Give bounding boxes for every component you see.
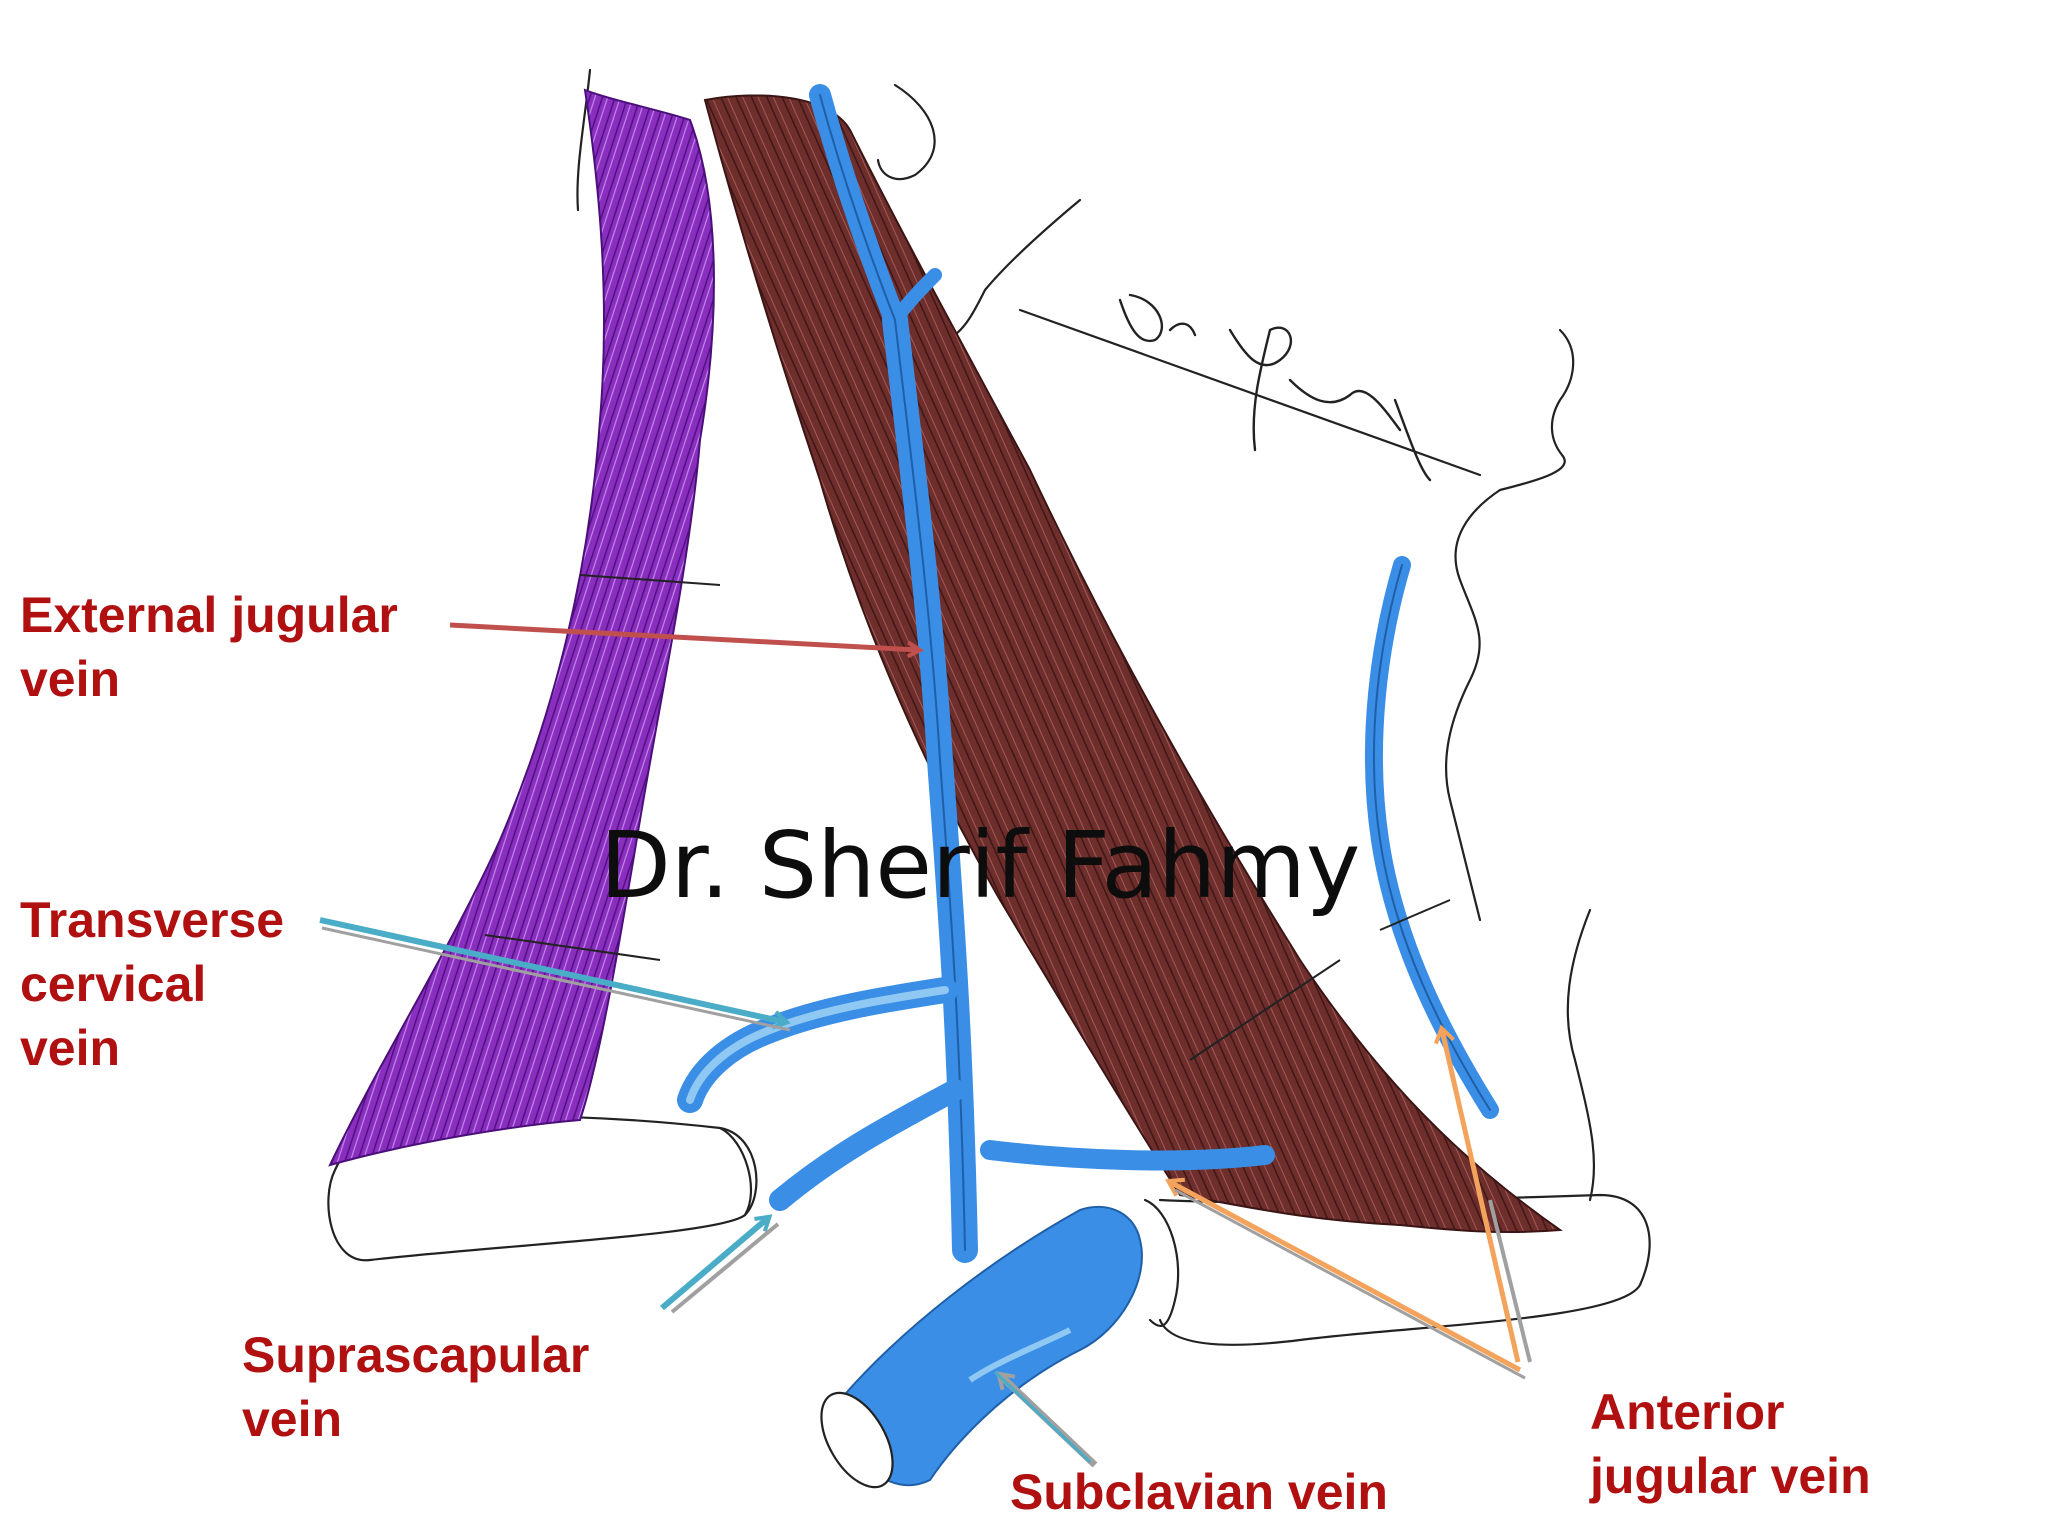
label-line: Anterior — [1590, 1384, 1785, 1440]
jugular-venous-arch — [980, 1140, 1275, 1171]
watermark: Dr. Sherif Fahmy — [600, 812, 1361, 919]
label-line: vein — [20, 651, 121, 707]
arrow-anterior-jugular — [1164, 1024, 1532, 1380]
arrow-subclavian — [993, 1370, 1098, 1468]
label-line: Subclavian vein — [1010, 1464, 1388, 1520]
subclavian-vein — [820, 1205, 1143, 1489]
label-line: cervical — [20, 956, 207, 1012]
anterior-jugular-vein — [1364, 556, 1499, 1119]
label-line: vein — [20, 1020, 121, 1076]
muscle-crossing-lines — [484, 574, 1451, 1061]
neck-outline — [327, 68, 1651, 1346]
label-line: External jugular — [20, 587, 398, 643]
label-external-jugular-vein: External jugular vein — [20, 583, 398, 711]
sternocleidomastoid-muscle — [703, 94, 1563, 1234]
label-anterior-jugular-vein: Anterior jugular vein — [1590, 1380, 1871, 1508]
trapezius-muscle — [328, 88, 715, 1167]
external-jugular-vein — [809, 84, 978, 1263]
signature — [1118, 293, 1432, 482]
arrow-external-jugular — [449, 622, 924, 659]
label-line: vein — [242, 1391, 343, 1447]
label-suprascapular-vein: Suprascapular vein — [242, 1323, 589, 1451]
suprascapular-vein — [769, 1079, 966, 1211]
label-line: Transverse — [20, 892, 285, 948]
label-line: jugular vein — [1590, 1448, 1871, 1504]
label-subclavian-vein: Subclavian vein — [1010, 1460, 1388, 1524]
arrow-transverse-cervical — [319, 917, 791, 1032]
arrow-suprascapular — [660, 1214, 780, 1314]
label-transverse-cervical-vein: Transverse cervical vein — [20, 888, 284, 1080]
label-line: Suprascapular — [242, 1327, 590, 1383]
